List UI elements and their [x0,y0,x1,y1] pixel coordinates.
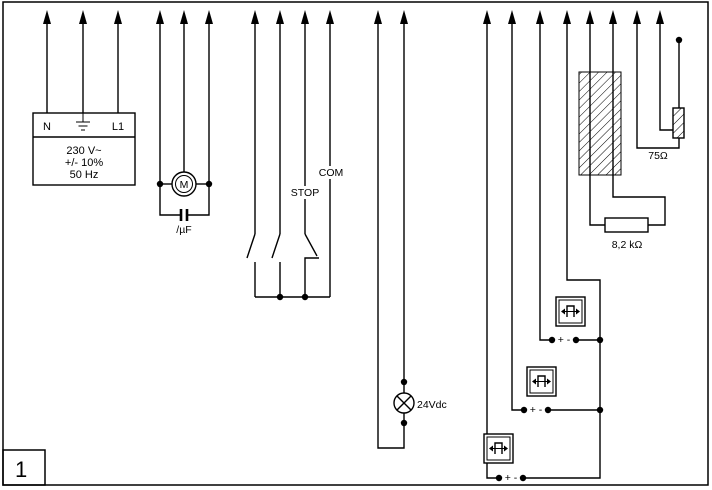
photocell-icon-inner [529,369,554,394]
wire-stop-bottom [304,257,319,297]
capacitor-icon [179,209,189,221]
stop-contact [304,233,318,257]
photocell-icon-arrow-left [532,378,536,385]
lamp-voltage-label: 24Vdc [417,399,447,411]
safety-edge-circuit: 8,2 kΩ 75Ω [578,20,685,251]
wire-edge-4 [659,20,673,131]
photocell-icon [483,433,514,464]
junction-dot [205,180,213,188]
ground-icon [76,113,90,131]
photocell-2-plus-dot [520,406,528,414]
lamp-circuit: 24Vdc [377,20,447,449]
resistor-icon-75 [672,107,685,139]
photocell-icon-arrow-right [504,445,508,452]
photocell-icon-inner [486,436,511,461]
arrow-photocell-common [563,10,571,24]
photocell-3-terminals: + - [505,472,518,484]
wire-photocell-common-bus [523,20,601,479]
lamp-icon [393,392,415,414]
arrow-l1 [114,10,122,24]
photocell-3-minus-dot [519,474,527,482]
junction-dot [400,378,408,386]
arrow-edge-3 [633,10,641,24]
wire-edge-3 [636,20,680,149]
photocell-icon-arrow-left [561,308,565,315]
arrow-photocell-2 [508,10,516,24]
arrow-switch-2 [276,10,284,24]
photocell-2-terminals: + - [530,404,543,416]
line-label: L1 [112,121,124,133]
junction-dot [301,293,309,301]
frequency-label: 50 Hz [70,169,99,181]
arrow-lamp-1 [374,10,382,24]
capacitor-label: /µF [176,224,191,236]
com-label: COM [319,167,344,179]
motor-inner-ring [175,175,193,193]
photocell-icon-arrow-right [576,308,580,315]
resistor-icon-8k2 [604,217,649,233]
photocell-icon-arrow-left [489,445,493,452]
safety-edge-hatched-block [578,71,622,176]
arrow-edge-2 [609,10,617,24]
arrow-earth [79,10,87,24]
stop-label-backing [289,186,321,199]
arrow-switch-1 [251,10,259,24]
switch-1-contact [246,233,256,259]
wire-lamp-1 [377,20,405,449]
arrow-stop [301,10,309,24]
arrow-motor-1 [156,10,164,24]
resistor-75-label: 75Ω [648,150,668,162]
photocell-icon [555,296,586,327]
motor-label: M [180,179,189,191]
wire-photocell-3 [486,20,499,479]
arrow-motor-2 [205,10,213,24]
lamp-cross-2 [396,395,412,411]
arrow-edge-4 [656,10,664,24]
photocell-circuit: + - + - + - [483,20,604,484]
photocell-1-terminals: + - [558,334,571,346]
photocell-icon-arrow-right [547,378,551,385]
arrow-photocell-3 [483,10,491,24]
control-switches: STOP COM [246,20,346,301]
photocell-1-plus-dot [548,336,556,344]
arrow-lamp-2 [400,10,408,24]
voltage-label: 230 V~ [66,145,101,157]
power-supply-box [32,112,136,186]
junction-dot [596,336,604,344]
motor-icon: M [171,171,197,197]
photocell-3-plus-dot [495,474,503,482]
wire-photocell-2 [511,20,524,411]
junction-dot [400,419,408,427]
photocell-2-minus-dot [544,406,552,414]
arrow-photocell-1 [536,10,544,24]
arrow-com [326,10,334,24]
junction-dot [596,406,604,414]
com-label-backing [316,166,346,179]
photocell-1-minus-dot [572,336,580,344]
terminal-dot [675,36,683,44]
junction-dot [156,180,164,188]
terminal-arrows [43,10,664,24]
photocell-icon-inner [558,299,583,324]
motor-circuit: M /µF [156,20,213,236]
stop-label: STOP [291,187,319,199]
arrow-n [43,10,51,24]
switch-2-contact [271,233,281,259]
wire-motor-1 [159,20,181,216]
junction-dot [276,293,284,301]
tolerance-label: +/- 10% [65,157,103,169]
wire-photocell-1 [539,20,552,341]
figure-number: 1 [15,457,27,482]
arrow-edge-1 [586,10,594,24]
arrow-motor-common [180,10,188,24]
wire-motor-2 [187,20,210,216]
neutral-label: N [43,121,51,133]
photocell-icon [526,366,557,397]
power-supply: N L1 230 V~ +/- 10% 50 Hz [32,20,136,186]
resistor-8k2-label: 8,2 kΩ [612,239,643,251]
figure-number-box [2,449,46,486]
